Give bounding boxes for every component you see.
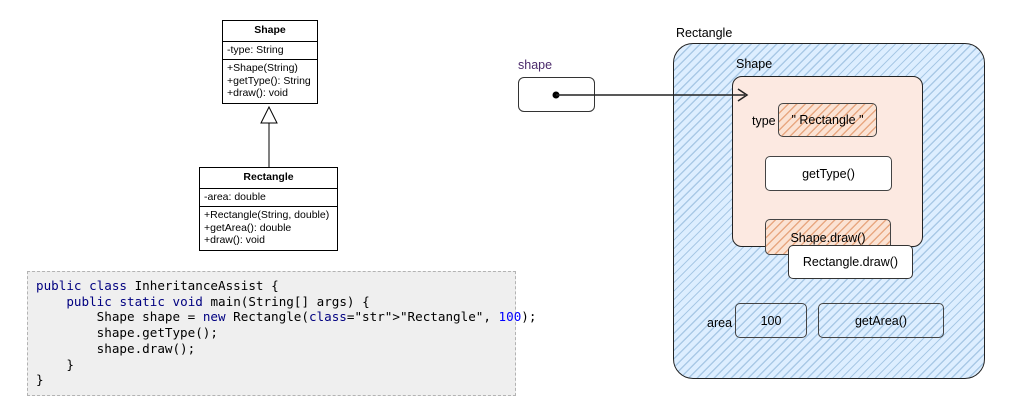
type-field-label: type — [752, 114, 776, 128]
uml-class-shape: Shape -type: String +Shape(String) +getT… — [222, 20, 318, 104]
code-line: } — [36, 356, 74, 372]
code-line: shape.draw(); — [36, 340, 196, 356]
uml-class-name: Shape — [223, 21, 317, 42]
uml-method: +getArea(): double — [204, 221, 292, 234]
inheritance-triangle — [260, 105, 278, 124]
variable-label: shape — [518, 58, 553, 72]
reference-variable-box — [518, 77, 595, 112]
uml-method: +draw(): void — [204, 234, 265, 246]
rectangle-object-label: Rectangle — [676, 26, 733, 40]
uml-attribute: -type: String — [227, 43, 284, 56]
uml-method: +getType(): String — [227, 74, 311, 87]
uml-method: +draw(): void — [227, 87, 288, 99]
type-field-value: " Rectangle " — [778, 103, 877, 137]
shape-object-label: Shape — [736, 57, 773, 71]
uml-attributes: -type: String — [223, 42, 317, 60]
code-block: public class InheritanceAssist { public … — [27, 271, 537, 396]
getarea-method-box: getArea() — [818, 303, 944, 338]
code-line: shape.getType(); — [36, 325, 218, 341]
uml-method: +Rectangle(String, double) — [204, 209, 330, 221]
uml-attributes: -area: double — [200, 189, 337, 207]
code-line: Shape shape = new Rectangle(class="str">… — [36, 309, 537, 325]
gettype-method-box: getType() — [765, 156, 892, 191]
uml-class-name: Rectangle — [200, 168, 337, 189]
code-line: public static void main(String[] args) { — [66, 293, 370, 309]
uml-attribute: -area: double — [204, 190, 266, 203]
area-field-value: 100 — [735, 303, 807, 338]
uml-methods: +Rectangle(String, double) +getArea(): d… — [200, 207, 337, 250]
code-line: } — [36, 372, 44, 388]
uml-class-rectangle: Rectangle -area: double +Rectangle(Strin… — [199, 167, 338, 251]
code-line: public class InheritanceAssist { — [36, 278, 279, 293]
area-field-label: area — [707, 316, 733, 330]
uml-methods: +Shape(String) +getType(): String +draw(… — [223, 60, 317, 103]
rectangle-draw-method-box: Rectangle.draw() — [788, 245, 913, 279]
uml-method: +Shape(String) — [227, 62, 298, 74]
